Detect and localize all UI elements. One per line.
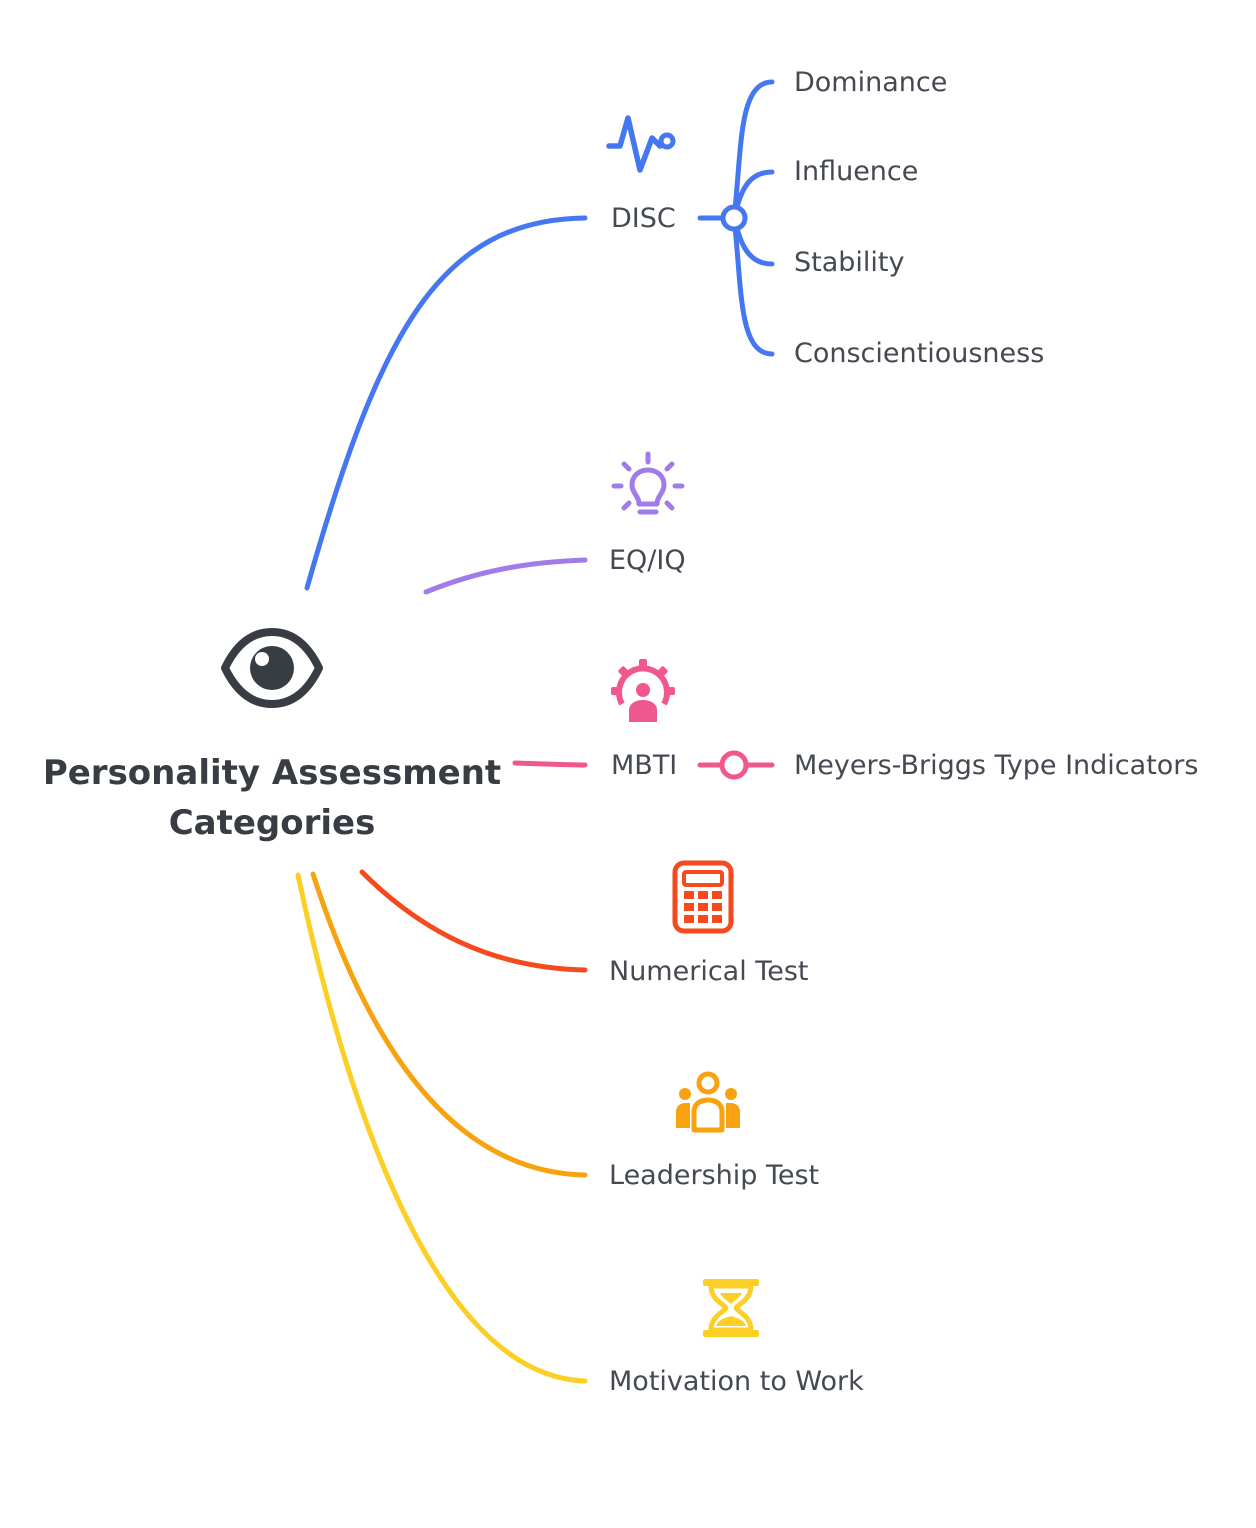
- branch-label-numerical-test[interactable]: Numerical Test: [609, 956, 809, 987]
- child-label-stability[interactable]: Stability: [794, 247, 905, 278]
- connector-numerical: [359, 869, 588, 973]
- root-title-line-1: Personality Assessment: [42, 753, 502, 793]
- connector-eqiq: [423, 557, 588, 595]
- branch-label-motivation-to-work[interactable]: Motivation to Work: [609, 1366, 864, 1397]
- connector-motivation: [295, 872, 588, 1384]
- pulse-icon: [606, 115, 676, 173]
- lightbulb-icon: [611, 451, 685, 515]
- child-label-dominance[interactable]: Dominance: [794, 67, 948, 98]
- child-label-meyers-briggs[interactable]: Meyers-Briggs Type Indicators: [794, 750, 1199, 781]
- branch-label-mbti[interactable]: MBTI: [611, 750, 678, 781]
- child-label-conscientiousness[interactable]: Conscientiousness: [794, 338, 1045, 369]
- root-topic-title[interactable]: Personality Assessment Categories: [40, 748, 504, 848]
- child-label-influence[interactable]: Influence: [794, 156, 919, 187]
- connector-mbti: [512, 760, 588, 768]
- hourglass-icon: [703, 1279, 759, 1337]
- mbti-child-connector: [697, 750, 775, 780]
- person-gear-icon: [611, 659, 675, 722]
- connector-leadership: [310, 871, 588, 1178]
- calculator-icon: [672, 860, 734, 934]
- disc-children-connectors: [697, 79, 775, 357]
- root-title-line-2: Categories: [168, 803, 376, 843]
- branch-label-eqiq[interactable]: EQ/IQ: [609, 545, 686, 576]
- branch-label-leadership-test[interactable]: Leadership Test: [609, 1160, 820, 1191]
- connector-disc: [304, 215, 588, 591]
- team-icon: [676, 1071, 740, 1133]
- branch-label-disc[interactable]: DISC: [611, 203, 676, 234]
- eye-icon: [221, 628, 323, 708]
